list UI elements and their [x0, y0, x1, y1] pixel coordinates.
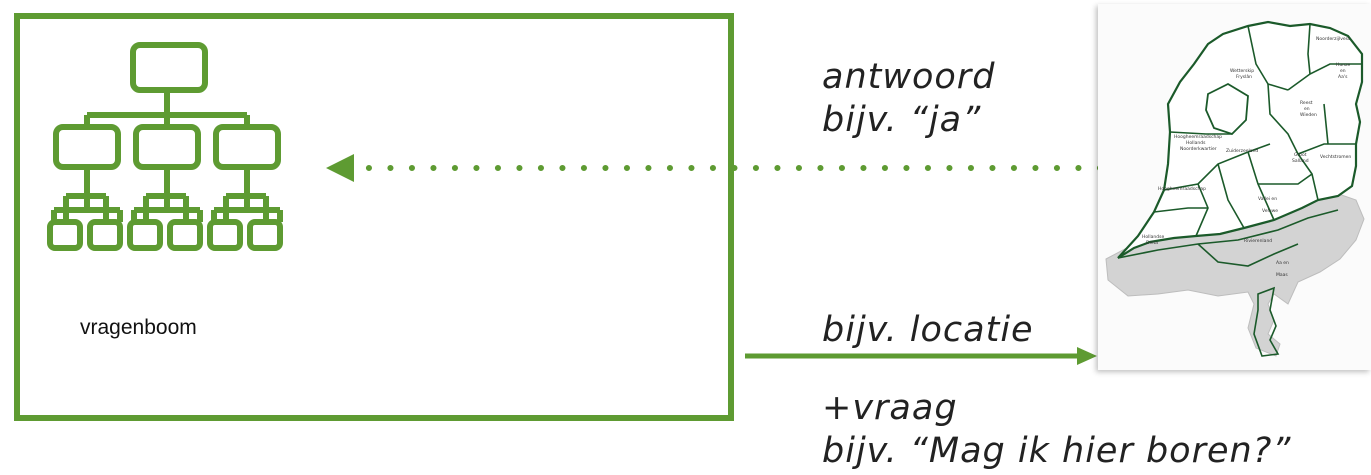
svg-text:Veluwe: Veluwe: [1262, 208, 1278, 214]
tree-label: vragenboom: [80, 316, 197, 339]
netherlands-map-card: Wetterskip Fryslân Noorderzijlvest Hunze…: [1098, 4, 1371, 370]
svg-text:Aa en: Aa en: [1276, 260, 1289, 266]
svg-text:Noorderkwartier: Noorderkwartier: [1180, 146, 1217, 152]
svg-text:Groot: Groot: [1294, 152, 1307, 158]
question-text: +vraag bijv. “Mag ik hier boren?”: [822, 387, 1291, 473]
question-line-2: bijv. “Mag ik hier boren?”: [822, 431, 1292, 471]
svg-text:Hoogheemraadschap: Hoogheemraadschap: [1174, 134, 1222, 140]
svg-text:Rivierenland: Rivierenland: [1244, 238, 1272, 244]
question-line-1: +vraag: [822, 388, 958, 428]
answer-line-2: bijv. “ja”: [822, 100, 982, 140]
svg-text:Hollands: Hollands: [1186, 140, 1206, 146]
svg-text:Hunze: Hunze: [1336, 62, 1350, 68]
answer-text: antwoord bijv. “ja”: [822, 56, 995, 142]
answer-arrow: [326, 154, 1103, 182]
question-arrow: [745, 347, 1097, 365]
svg-text:Reest: Reest: [1300, 100, 1313, 106]
answer-line-1: antwoord: [822, 57, 996, 97]
svg-text:en: en: [1304, 107, 1310, 112]
svg-text:Aa's: Aa's: [1338, 74, 1348, 80]
svg-text:Zuiderzeeland: Zuiderzeeland: [1226, 148, 1258, 154]
svg-text:Maas: Maas: [1276, 272, 1288, 278]
svg-text:Salland: Salland: [1292, 158, 1309, 164]
location-text: bijv. locatie: [822, 310, 1034, 350]
svg-text:Noorderzijlvest: Noorderzijlvest: [1316, 36, 1350, 42]
svg-text:Delta: Delta: [1146, 240, 1158, 246]
svg-text:Vechtstromen: Vechtstromen: [1320, 154, 1351, 160]
netherlands-regions-map: Wetterskip Fryslân Noorderzijlvest Hunze…: [1105, 20, 1365, 357]
question-tree-box: [14, 13, 734, 421]
svg-text:Hollandse: Hollandse: [1142, 234, 1164, 240]
svg-text:en: en: [1340, 69, 1346, 74]
svg-text:Vallei en: Vallei en: [1258, 196, 1277, 202]
svg-text:Wieden: Wieden: [1300, 112, 1317, 118]
svg-text:Fryslân: Fryslân: [1236, 73, 1252, 80]
svg-text:Wetterskip: Wetterskip: [1230, 68, 1254, 74]
hierarchy-tree-icon: [47, 42, 283, 251]
svg-text:Hoogheemraadschap: Hoogheemraadschap: [1158, 186, 1206, 192]
